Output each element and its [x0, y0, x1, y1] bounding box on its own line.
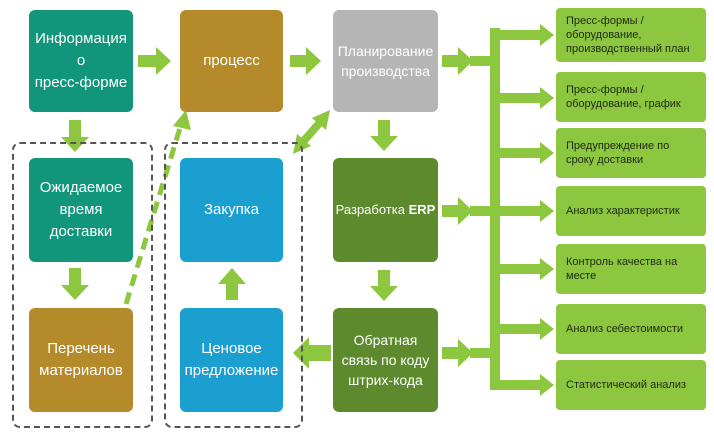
arrow-planning-to-erp: [370, 120, 398, 151]
output-1: Пресс-формы / оборудование, производстве…: [556, 8, 706, 62]
arrow-info-to-expected: [61, 120, 89, 152]
node-feedback: Обратная связь по коду штрих-кода: [333, 308, 438, 412]
node-feedback-label: Обратная связь по коду штрих-кода: [341, 331, 430, 389]
node-materials: Перечень материалов: [29, 308, 133, 412]
arrow-expected-to-materials: [61, 268, 89, 300]
output-4-label: Анализ характеристик: [566, 204, 680, 217]
node-info-label: Информация о пресс-форме: [34, 30, 128, 91]
node-expected: Ожидаемое время доставки: [29, 158, 133, 262]
node-purchase: Закупка: [180, 158, 283, 262]
node-planning-label: Планирование производства: [337, 42, 434, 79]
arrow-info-to-process: [138, 47, 171, 75]
arrow-erp-to-feedback: [370, 270, 398, 301]
output-4: Анализ характеристик: [556, 186, 706, 236]
node-price: Ценовое предложение: [180, 308, 283, 412]
output-3-label: Предупреждение по сроку доставки: [566, 139, 670, 166]
node-process: процесс: [180, 10, 283, 112]
output-7: Статистический анализ: [556, 360, 706, 410]
node-planning: Планирование производства: [333, 10, 438, 112]
output-2: Пресс-формы / оборудование, график: [556, 72, 706, 122]
arrow-feedback-to-outputs: [442, 339, 473, 367]
dashed-group-center: [164, 142, 303, 428]
node-price-label: Ценовое предложение: [184, 340, 279, 379]
node-process-label: процесс: [203, 52, 260, 70]
arrow-planning-to-outputs: [442, 47, 473, 75]
output-7-label: Статистический анализ: [566, 378, 687, 391]
node-erp: Разработка ERP: [333, 158, 438, 262]
arrow-price-to-purchase: [218, 268, 246, 300]
output-5-label: Контроль качества на месте: [566, 255, 678, 282]
node-materials-label: Перечень материалов: [39, 340, 123, 379]
output-5: Контроль качества на месте: [556, 244, 706, 294]
arrow-materials-to-process: [123, 110, 191, 305]
output-6-label: Анализ себестоимости: [566, 322, 684, 335]
output-1-label: Пресс-формы / оборудование, производстве…: [566, 14, 690, 56]
node-purchase-label: Закупка: [204, 201, 259, 219]
output-3: Предупреждение по сроку доставки: [556, 128, 706, 178]
outputs-bracket: [470, 24, 554, 396]
arrow-erp-to-outputs: [442, 197, 473, 225]
node-erp-label: Разработка ERP: [335, 201, 436, 217]
dashed-group-left: [12, 142, 153, 428]
arrow-process-to-planning: [290, 47, 321, 75]
output-2-label: Пресс-формы / оборудование, график: [566, 83, 681, 110]
node-info: Информация о пресс-форме: [29, 10, 133, 112]
output-6: Анализ себестоимости: [556, 304, 706, 354]
node-expected-label: Ожидаемое время доставки: [39, 179, 123, 240]
